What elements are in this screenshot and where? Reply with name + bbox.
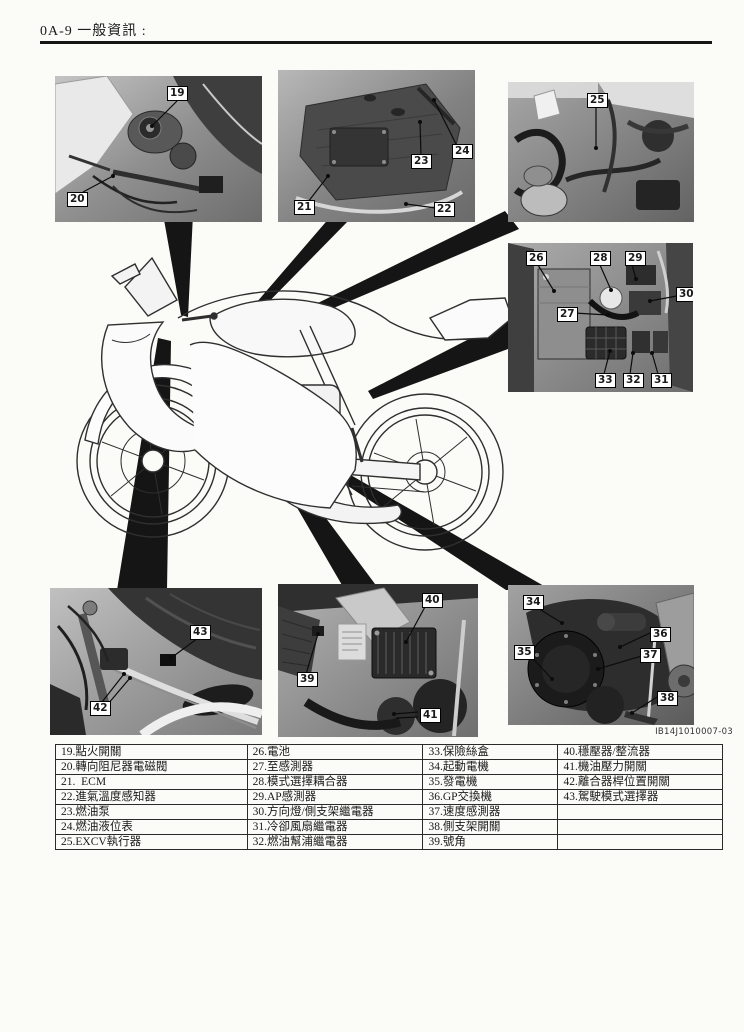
photo-clutch-art bbox=[50, 588, 262, 735]
header-rule bbox=[40, 41, 712, 44]
legend-cell: 31.冷卻風扇繼電器 bbox=[246, 819, 424, 835]
legend-cell: 41.機油壓力開關 bbox=[557, 759, 723, 775]
legend-row: 22.進氣溫度感知器 29.AP感測器 36.GP交換機 43.駕駛模式選擇器 bbox=[55, 789, 723, 805]
callout-23: 23 bbox=[411, 154, 432, 169]
photo-ecm-art bbox=[278, 70, 475, 222]
legend-row: 24.燃油液位表 31.冷卻風扇繼電器 38.側支架開關 bbox=[55, 819, 723, 835]
legend-cell: 37.速度感測器 bbox=[422, 804, 559, 820]
callout-38: 38 bbox=[657, 691, 678, 706]
handlebar bbox=[181, 314, 213, 322]
motorcycle-line-art bbox=[76, 256, 513, 551]
legend-cell: 38.側支架開關 bbox=[422, 819, 559, 835]
callout-21: 21 bbox=[294, 200, 315, 215]
callout-29: 29 bbox=[625, 251, 646, 266]
callout-wedge bbox=[244, 216, 353, 322]
legend-cell: 34.起動電機 bbox=[422, 759, 559, 775]
callout-34: 34 bbox=[523, 595, 544, 610]
legend-cell: 21. ECM bbox=[55, 774, 248, 790]
legend-cell: 35.發電機 bbox=[422, 774, 559, 790]
callout-26: 26 bbox=[526, 251, 547, 266]
mirror bbox=[110, 263, 141, 285]
callout-37: 37 bbox=[640, 648, 661, 663]
photo-regulator-area: 40 39 41 bbox=[278, 584, 478, 737]
legend-cell: 43.駕駛模式選擇器 bbox=[557, 789, 723, 805]
callout-wedge bbox=[163, 214, 193, 317]
photo-battery-box: 26 27 28 29 30 31 32 33 bbox=[508, 243, 693, 392]
windscreen bbox=[124, 256, 178, 317]
legend-cell: 33.保險絲盒 bbox=[422, 744, 559, 760]
legend-row: 21. ECM 28.模式選擇耦合器 35.發電機 42.離合器桿位置開關 bbox=[55, 774, 723, 790]
legend-cell: 36.GP交換機 bbox=[422, 789, 559, 805]
callout-43: 43 bbox=[190, 625, 211, 640]
upper-bodyline bbox=[177, 290, 479, 341]
legend-cell bbox=[557, 834, 723, 850]
photo-ecm-area: 21 22 23 24 bbox=[278, 70, 475, 222]
legend-cell: 32.燃油幫浦繼電器 bbox=[246, 834, 424, 850]
legend-cell: 40.穩壓器/整流器 bbox=[557, 744, 723, 760]
photo-excv-art bbox=[508, 82, 694, 222]
leader-lines bbox=[101, 637, 199, 705]
callout-24: 24 bbox=[452, 144, 473, 159]
legend-cell: 39.號角 bbox=[422, 834, 559, 850]
photo-engine-left-side: 34 35 36 37 38 bbox=[508, 585, 694, 725]
callout-39: 39 bbox=[297, 672, 318, 687]
photo-ignition-switch-area: 19 20 bbox=[55, 76, 262, 222]
legend-cell bbox=[557, 804, 723, 820]
leader-lines bbox=[305, 604, 427, 719]
legend-cell: 30.方向燈/側支架繼電器 bbox=[246, 804, 424, 820]
callout-33: 33 bbox=[595, 373, 616, 388]
callout-32: 32 bbox=[623, 373, 644, 388]
legend-cell: 27.至感測器 bbox=[246, 759, 424, 775]
callout-19: 19 bbox=[167, 86, 188, 101]
legend-cell: 24.燃油液位表 bbox=[55, 819, 248, 835]
photo-excv-area: 25 bbox=[508, 82, 694, 222]
leader-lines bbox=[82, 100, 178, 193]
callout-41: 41 bbox=[420, 708, 441, 723]
legend-cell: 23.燃油泵 bbox=[55, 804, 248, 820]
leader-lines bbox=[307, 99, 458, 209]
photo-clutch-lever-area: 43 42 bbox=[50, 588, 262, 735]
legend-cell: 29.AP感測器 bbox=[246, 789, 424, 805]
callout-wedge bbox=[271, 211, 519, 333]
photo-ignition-art bbox=[55, 76, 262, 222]
legend-cell: 25.EXCV執行器 bbox=[55, 834, 248, 850]
legend-cell: 20.轉向阻尼器電磁閥 bbox=[55, 759, 248, 775]
legend-row: 19.點火開關 26.電池 33.保險絲盒 40.穩壓器/整流器 bbox=[55, 744, 723, 760]
photo-battery-art bbox=[508, 243, 693, 392]
legend-cell bbox=[557, 819, 723, 835]
callout-20: 20 bbox=[67, 192, 88, 207]
legend-row: 23.燃油泵 30.方向燈/側支架繼電器 37.速度感測器 bbox=[55, 804, 723, 820]
figure-code: IB14J1010007-03 bbox=[655, 727, 733, 737]
fuel-tank bbox=[209, 298, 356, 358]
callout-30: 30 bbox=[676, 287, 693, 302]
callout-36: 36 bbox=[650, 627, 671, 642]
callout-42: 42 bbox=[90, 701, 111, 716]
legend-cell: 26.電池 bbox=[246, 744, 424, 760]
callout-35: 35 bbox=[514, 645, 535, 660]
legend-table: 19.點火開關 26.電池 33.保險絲盒 40.穩壓器/整流器 20.轉向阻尼… bbox=[55, 744, 723, 850]
callout-40: 40 bbox=[422, 593, 443, 608]
side-fairing bbox=[189, 341, 357, 509]
legend-row: 20.轉向阻尼器電磁閥 27.至感測器 34.起動電機 41.機油壓力開關 bbox=[55, 759, 723, 775]
callout-27: 27 bbox=[557, 307, 578, 322]
callout-28: 28 bbox=[590, 251, 611, 266]
photo-regulator-art bbox=[278, 584, 478, 737]
callout-25: 25 bbox=[587, 93, 608, 108]
legend-row: 25.EXCV執行器 32.燃油幫浦繼電器 39.號角 bbox=[55, 834, 723, 850]
page-title: 0A-9 一般資訊 : bbox=[40, 24, 147, 39]
callout-31: 31 bbox=[651, 373, 672, 388]
legend-cell: 22.進氣溫度感知器 bbox=[55, 789, 248, 805]
callout-22: 22 bbox=[434, 202, 455, 217]
legend-cell: 28.模式選擇耦合器 bbox=[246, 774, 424, 790]
legend-cell: 19.點火開關 bbox=[55, 744, 248, 760]
legend-cell: 42.離合器桿位置開關 bbox=[557, 774, 723, 790]
